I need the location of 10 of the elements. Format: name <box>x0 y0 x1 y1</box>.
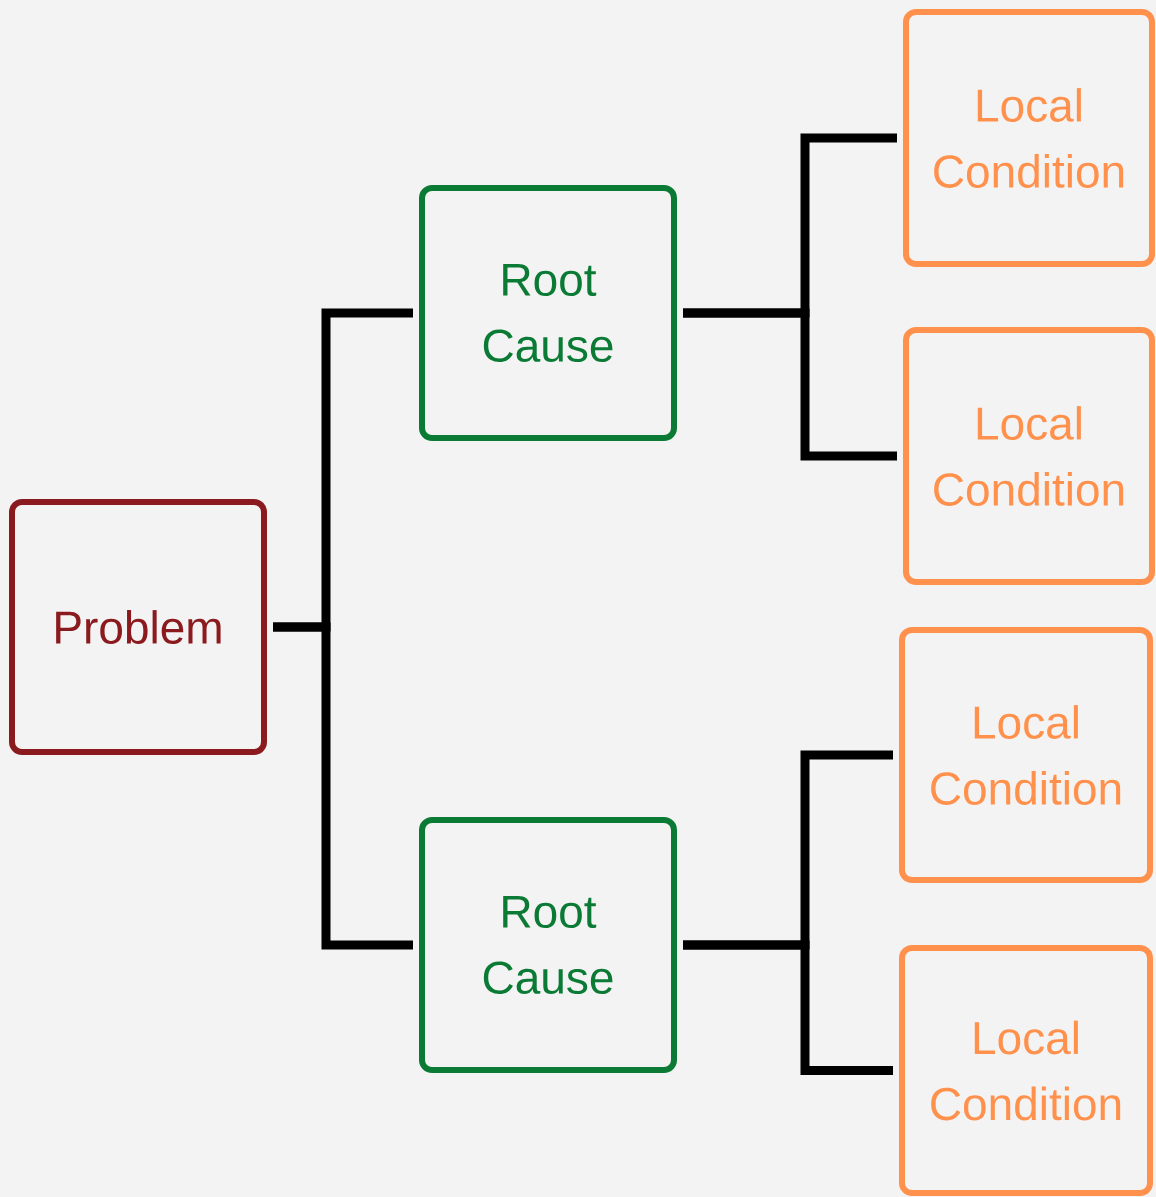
cause-box: Root Cause <box>419 817 677 1073</box>
cause-box: Root Cause <box>419 185 677 441</box>
problem-box: Problem <box>9 499 267 755</box>
condition-box: Local Condition <box>899 627 1153 883</box>
bracket-connector <box>683 308 897 461</box>
condition-box: Local Condition <box>903 9 1155 267</box>
bracket-connector <box>683 940 893 1075</box>
bracket-connector <box>273 622 413 950</box>
condition-box: Local Condition <box>899 945 1153 1196</box>
condition-box: Local Condition <box>903 327 1155 585</box>
